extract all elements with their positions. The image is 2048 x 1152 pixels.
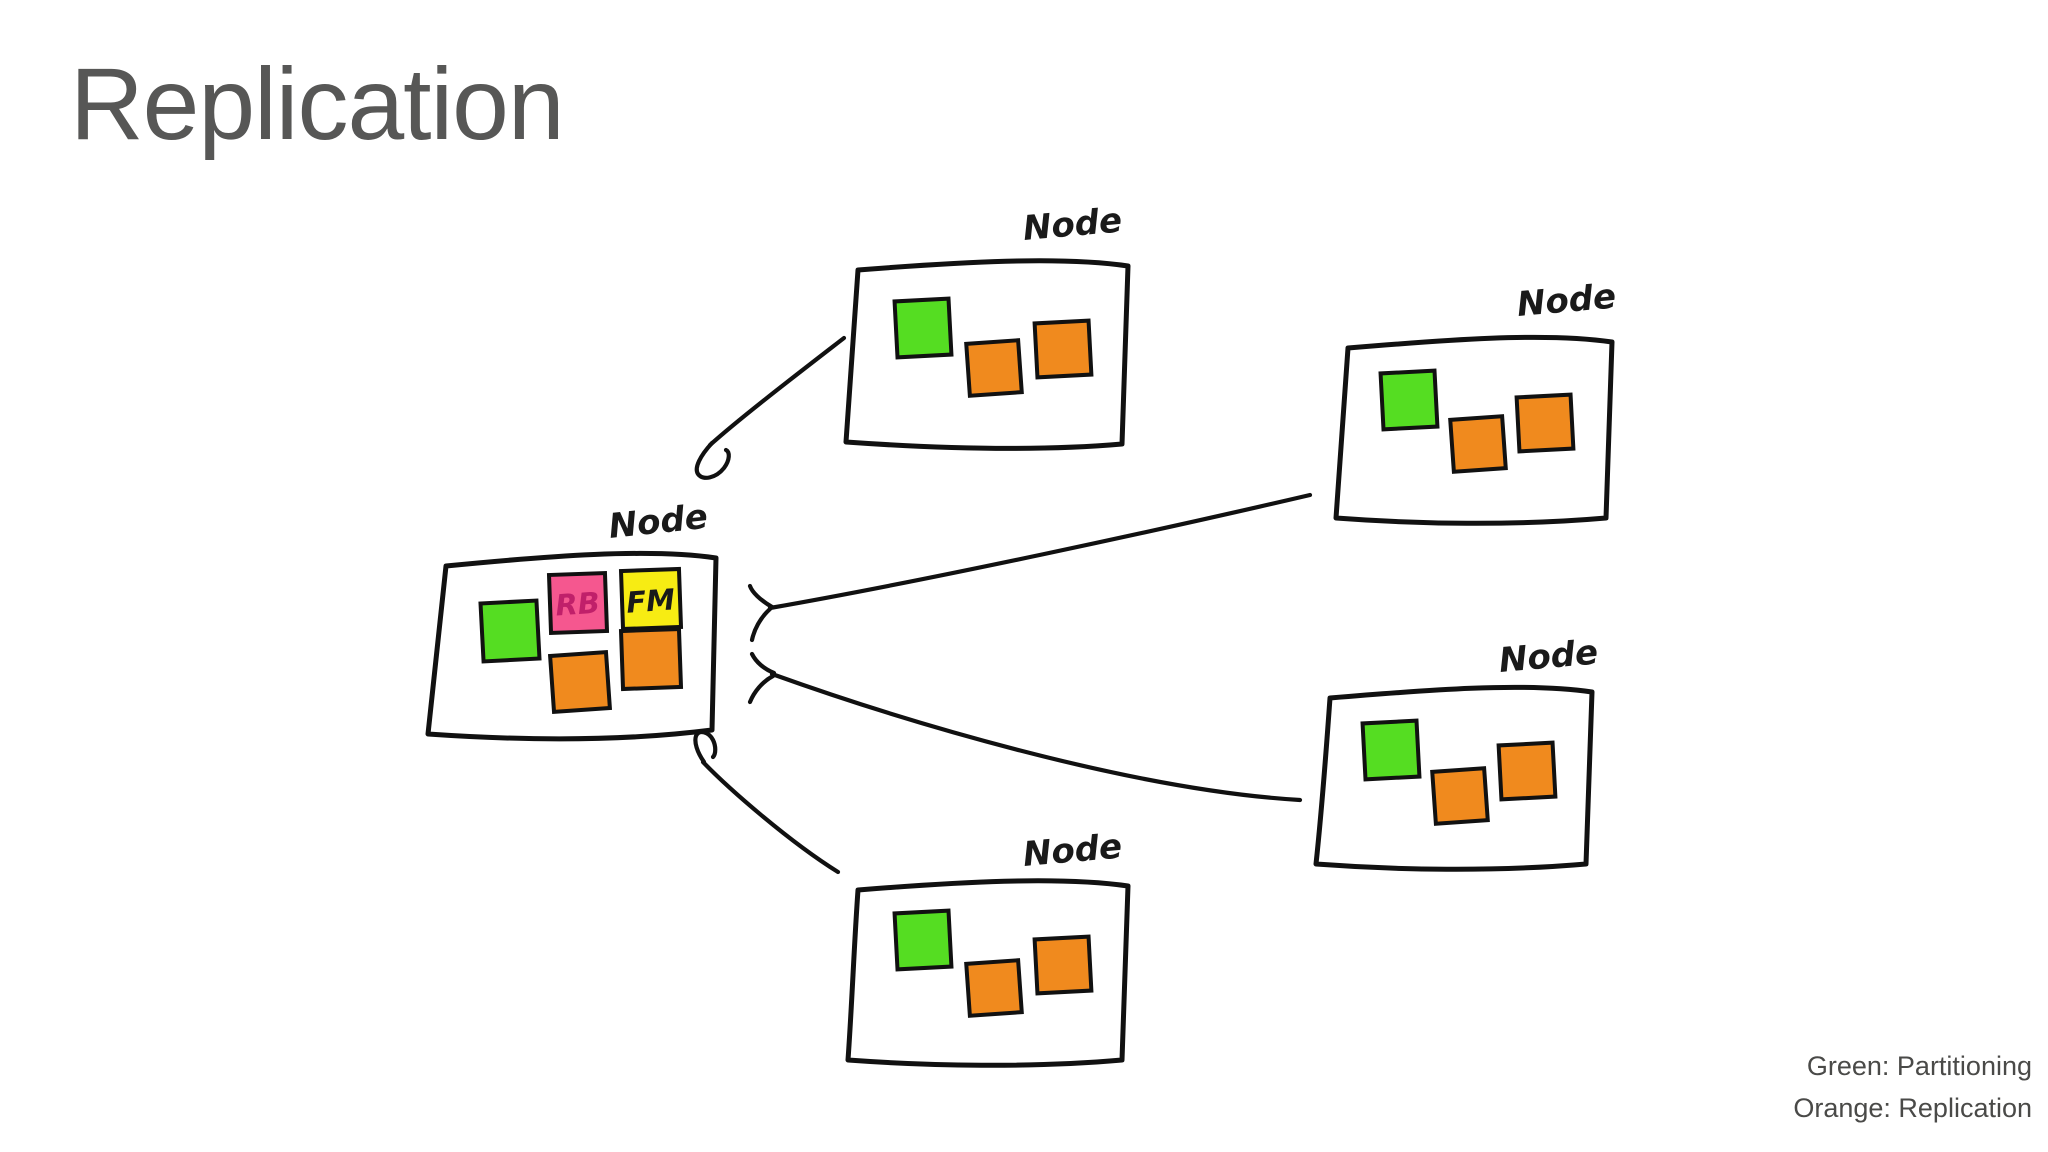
node-right-upper[interactable]: Node xyxy=(1333,276,1618,526)
tile-pink-rb[interactable]: RB xyxy=(546,570,610,636)
tile-orange[interactable] xyxy=(964,338,1024,398)
tile-label-rb: RB xyxy=(554,586,601,623)
node-label: Node xyxy=(1515,276,1617,324)
tile-green[interactable] xyxy=(892,296,954,360)
tile-green[interactable] xyxy=(892,908,954,972)
tile-orange[interactable] xyxy=(1032,318,1094,380)
tile-green[interactable] xyxy=(1378,368,1440,432)
node-label: Node xyxy=(1497,632,1599,680)
node-center[interactable]: Node RB FM xyxy=(425,497,719,742)
tile-green[interactable] xyxy=(1360,718,1422,782)
tile-orange[interactable] xyxy=(1448,414,1508,474)
tile-green[interactable] xyxy=(478,598,542,664)
node-label: Node xyxy=(1021,200,1123,248)
tile-orange[interactable] xyxy=(1496,740,1558,802)
legend-green: Green: Partitioning xyxy=(1806,1051,2032,1082)
tile-orange[interactable] xyxy=(618,626,684,692)
legend-orange: Orange: Replication xyxy=(1793,1093,2032,1124)
tile-orange[interactable] xyxy=(1032,934,1094,996)
node-top[interactable]: Node xyxy=(843,200,1131,451)
tile-orange[interactable] xyxy=(1514,392,1576,454)
tile-orange[interactable] xyxy=(547,649,613,715)
legend: Green: Partitioning Orange: Replication xyxy=(1793,1046,2032,1130)
node-label: Node xyxy=(607,497,710,547)
node-right-lower[interactable]: Node xyxy=(1313,632,1600,872)
tile-label-fm: FM xyxy=(625,582,676,619)
node-bottom[interactable]: Node xyxy=(845,826,1131,1068)
tile-orange[interactable] xyxy=(964,958,1024,1018)
arrow-right-lower-to-center xyxy=(747,651,1303,803)
node-label: Node xyxy=(1021,826,1123,874)
tile-orange[interactable] xyxy=(1430,766,1490,826)
tile-yellow-fm[interactable]: FM xyxy=(618,566,684,632)
arrow-right-upper-to-center xyxy=(747,492,1313,643)
page-title: Replication xyxy=(70,47,565,161)
arrow-top-to-center xyxy=(694,335,847,480)
arrow-bottom-to-center xyxy=(693,729,841,875)
